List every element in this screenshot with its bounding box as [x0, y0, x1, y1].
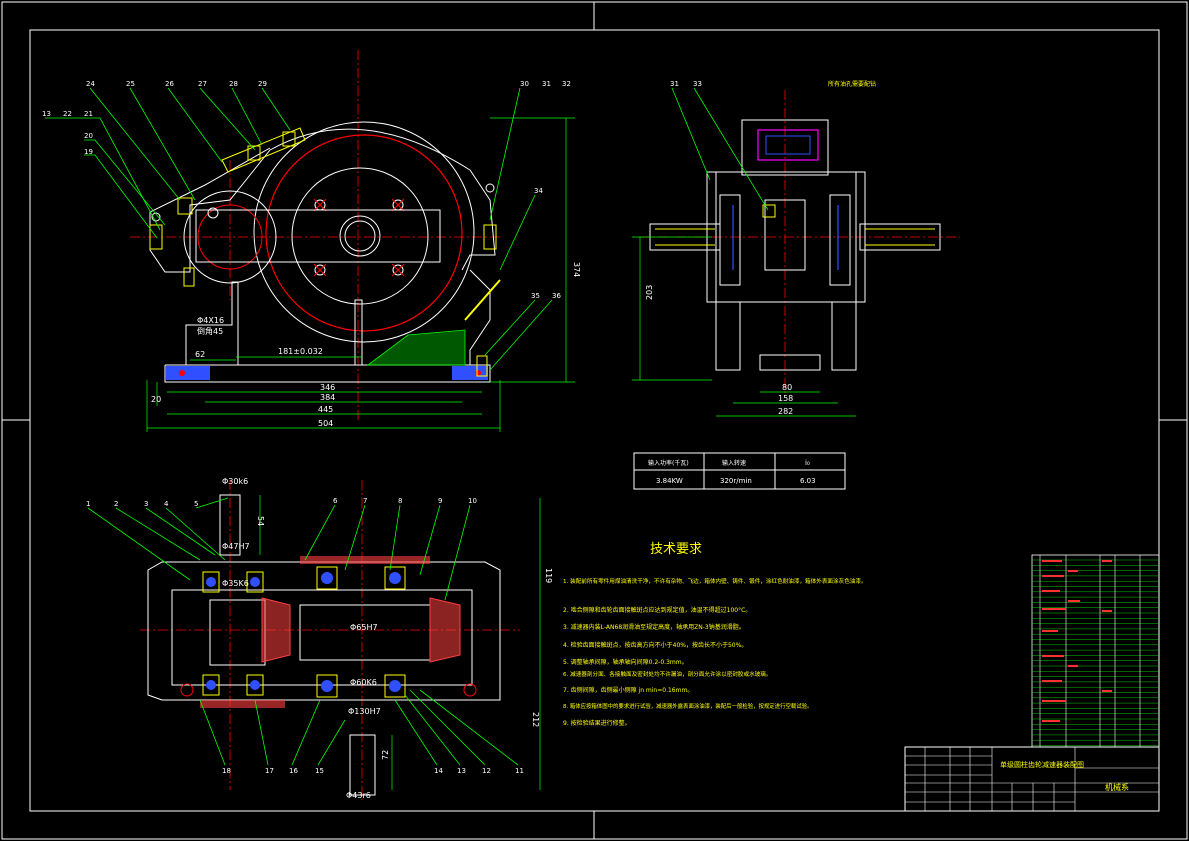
side-balloon-33: 33 — [693, 80, 702, 88]
dim-20: 20 — [151, 395, 161, 404]
tv-balloon-16: 16 — [289, 767, 298, 775]
tv-balloon-11: 11 — [515, 767, 524, 775]
dim-158: 158 — [778, 394, 793, 403]
balloon-28: 28 — [229, 80, 238, 88]
spec-header-speed: 输入转速 — [722, 459, 746, 467]
balloon-13: 13 — [42, 110, 51, 118]
tv-balloon-9: 9 — [438, 497, 442, 505]
dim-80: 80 — [782, 383, 792, 392]
tv-balloon-17: 17 — [265, 767, 274, 775]
dim-445: 445 — [318, 405, 333, 414]
balloon-19: 19 — [84, 148, 93, 156]
spec-value-power: 3.84KW — [656, 477, 683, 485]
balloon-20: 20 — [84, 132, 93, 140]
dim-bolt: Φ4X16 — [197, 316, 224, 325]
dim-212: 212 — [531, 712, 540, 727]
balloon-31: 31 — [542, 80, 551, 88]
dim-119: 119 — [544, 568, 553, 583]
tech-req-2: 2. 啮合侧隙和齿轮齿面接触斑点应达到规定值，油温不得超过100°C。 — [563, 606, 751, 614]
dim-504: 504 — [318, 419, 333, 428]
dim-shaft-out: Φ43r6 — [346, 791, 371, 800]
top-view — [87, 480, 541, 800]
balloon-36: 36 — [552, 292, 561, 300]
dim-bearing2: Φ60K6 — [350, 678, 377, 687]
side-balloon-31: 31 — [670, 80, 679, 88]
balloon-30: 30 — [520, 80, 529, 88]
dim-chamfer: 倒角45 — [197, 326, 223, 336]
school-name: 机械系 — [1105, 782, 1129, 792]
dim-shaft-in: Φ30k6 — [222, 477, 248, 486]
dim-203: 203 — [645, 285, 654, 300]
front-view — [45, 50, 575, 432]
tech-req-7: 7. 齿侧间隙，齿侧最小侧隙 jn min=0.16mm。 — [563, 686, 693, 694]
balloon-29: 29 — [258, 80, 267, 88]
side-view-note: 所有油孔需要配钻 — [828, 80, 876, 88]
tv-balloon-7: 7 — [363, 497, 367, 505]
balloon-24: 24 — [86, 80, 95, 88]
front-view-dimensions: 62 181±0.032 346 384 445 504 20 374 Φ4X1… — [151, 262, 581, 428]
dim-54: 54 — [256, 516, 265, 526]
tv-balloon-3: 3 — [144, 500, 148, 508]
tv-balloon-1: 1 — [86, 500, 90, 508]
tech-req-5: 5. 调整轴承间隙，轴承轴向间隙0.2-0.3mm。 — [563, 658, 688, 666]
balloon-25: 25 — [126, 80, 135, 88]
spec-value-speed: 320r/min — [720, 477, 752, 485]
side-view — [632, 87, 960, 417]
balloon-35: 35 — [531, 292, 540, 300]
tech-requirements: 技术要求 1. 装配前所有零件用煤油清洗干净，不许有杂物、飞边，箱体内壁、铸件、… — [563, 542, 867, 727]
tech-req-6: 6. 减速器剖分面、各接触面及密封处均不许漏油，剖分面允许涂以密封胶或水玻璃。 — [563, 670, 772, 678]
spec-table: 输入功率(千瓦) 输入转速 i₀ 3.84KW 320r/min 6.03 — [633, 452, 846, 490]
tech-req-4: 4. 检验齿面接触斑点，按齿高方向不小于40%，按齿长不小于50%。 — [563, 641, 747, 649]
tv-balloon-10: 10 — [468, 497, 477, 505]
tv-balloon-8: 8 — [398, 497, 402, 505]
tv-balloon-4: 4 — [164, 500, 169, 508]
dim-gear: Φ65H7 — [350, 623, 378, 632]
dim-72: 72 — [381, 750, 390, 760]
dim-62: 62 — [195, 350, 205, 359]
tech-req-8: 8. 箱体应按箱体图中的要求进行试验，减速器外露表面涂油漆，装配后一般检验，按规… — [563, 702, 812, 710]
top-view-labels: 1 2 3 4 5 6 7 8 9 10 18 17 16 15 14 13 1… — [86, 477, 553, 800]
balloon-34: 34 — [534, 187, 543, 195]
parts-list — [1031, 554, 1160, 748]
dim-bearing1: Φ35K6 — [222, 579, 249, 588]
balloon-22: 22 — [63, 110, 72, 118]
tech-req-1: 1. 装配前所有零件用煤油清洗干净，不许有杂物、飞边，箱体内壁、铸件、锻件，涂红… — [563, 577, 867, 585]
dim-384: 384 — [320, 393, 335, 402]
balloon-21: 21 — [84, 110, 93, 118]
tech-req-3: 3. 减速器内装L-AN68润滑油至规定高度，轴承用ZN-3钠基润滑脂。 — [563, 623, 745, 631]
title-block: 单级圆柱齿轮减速器装配图 机械系 — [904, 746, 1160, 812]
balloon-26: 26 — [165, 80, 174, 88]
tv-balloon-5: 5 — [194, 500, 198, 508]
balloon-32: 32 — [562, 80, 571, 88]
front-view-balloons: 13 22 21 20 19 24 25 26 27 28 29 30 31 3… — [42, 80, 571, 300]
dim-374: 374 — [572, 262, 581, 277]
dim-282: 282 — [778, 407, 793, 416]
tv-balloon-6: 6 — [333, 497, 338, 505]
tv-balloon-14: 14 — [434, 767, 443, 775]
tech-requirements-title: 技术要求 — [650, 542, 702, 557]
spec-header-power: 输入功率(千瓦) — [648, 459, 689, 467]
dim-346: 346 — [320, 383, 335, 392]
balloon-27: 27 — [198, 80, 207, 88]
tv-balloon-13: 13 — [457, 767, 466, 775]
side-view-labels: 31 33 所有油孔需要配钻 80 158 282 203 — [645, 80, 876, 416]
dim-hole2: Φ130H7 — [348, 707, 381, 716]
tv-balloon-18: 18 — [222, 767, 231, 775]
tv-balloon-12: 12 — [482, 767, 491, 775]
dim-181: 181±0.032 — [278, 347, 323, 356]
spec-value-ratio: 6.03 — [800, 477, 816, 485]
tv-balloon-2: 2 — [114, 500, 118, 508]
spec-header-ratio: i₀ — [805, 459, 810, 467]
drawing-title: 单级圆柱齿轮减速器装配图 — [1000, 760, 1084, 769]
tech-req-9: 9. 按检验结果进行修整。 — [563, 719, 631, 727]
tv-balloon-15: 15 — [315, 767, 324, 775]
dim-hole1: Φ47H7 — [222, 542, 250, 551]
